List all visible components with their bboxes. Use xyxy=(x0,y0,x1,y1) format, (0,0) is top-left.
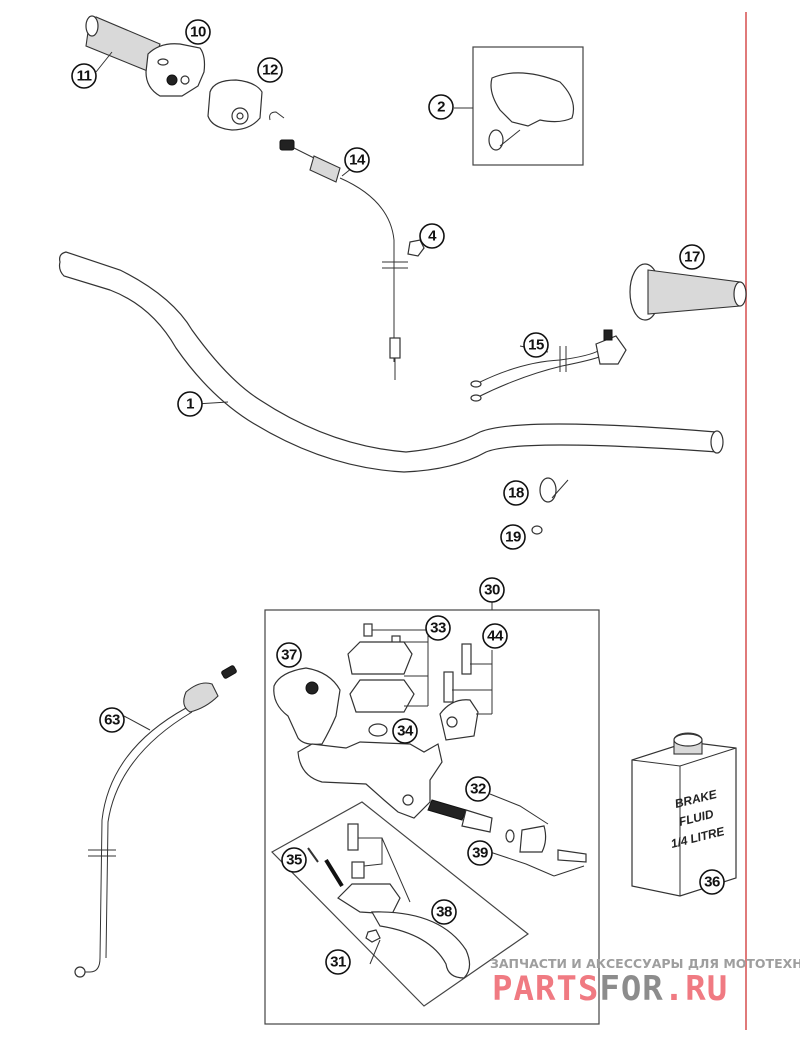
callout-37[interactable]: 37 xyxy=(276,642,302,668)
watermark-logo-ru: .RU xyxy=(664,969,728,1009)
callout-18-label: 18 xyxy=(508,485,524,502)
callout-63-label: 63 xyxy=(104,712,120,729)
callout-31-label: 31 xyxy=(330,954,346,971)
brake-fluid-can: BRAKE FLUID 1/4 LITRE xyxy=(631,732,737,897)
callout-1[interactable]: 1 xyxy=(177,391,203,417)
callout-11-label: 11 xyxy=(77,68,92,85)
callout-38[interactable]: 38 xyxy=(431,899,457,925)
callout-35-label: 35 xyxy=(286,852,302,869)
small-nut xyxy=(531,525,543,535)
callout-14[interactable]: 14 xyxy=(344,147,370,173)
callout-33-label: 33 xyxy=(430,620,446,637)
callout-34-label: 34 xyxy=(397,723,414,740)
callout-15[interactable]: 15 xyxy=(523,332,549,358)
callout-30-label: 30 xyxy=(484,582,500,599)
callout-19-label: 19 xyxy=(505,529,521,546)
left-grip xyxy=(629,263,747,321)
cable-tie xyxy=(539,477,569,503)
callout-19[interactable]: 19 xyxy=(500,524,526,550)
throttle-housing xyxy=(145,43,206,97)
callout-15-label: 15 xyxy=(528,337,544,354)
callout-12-label: 12 xyxy=(262,62,278,79)
hot-start-cable xyxy=(74,665,237,978)
callout-10[interactable]: 10 xyxy=(185,19,211,45)
callout-32-label: 32 xyxy=(470,781,486,798)
kill-switch xyxy=(470,329,627,402)
callout-32[interactable]: 32 xyxy=(465,776,491,802)
callout-37-label: 37 xyxy=(281,647,297,664)
throttle-cable xyxy=(269,111,408,380)
callout-18[interactable]: 18 xyxy=(503,480,529,506)
callout-17-label: 17 xyxy=(684,249,700,266)
watermark-logo: PARTSFOR.RU xyxy=(492,969,728,1009)
callout-11[interactable]: 11 xyxy=(71,63,97,89)
callout-33[interactable]: 33 xyxy=(425,615,451,641)
watermark-logo-for: FOR xyxy=(599,969,663,1009)
callout-30[interactable]: 30 xyxy=(479,577,505,603)
cable-nut xyxy=(407,239,425,257)
callout-35[interactable]: 35 xyxy=(281,847,307,873)
callout-34[interactable]: 34 xyxy=(392,718,418,744)
callout-4-label: 4 xyxy=(428,228,437,245)
callout-10-label: 10 xyxy=(190,24,206,41)
handlebar xyxy=(58,251,724,473)
callout-44-label: 44 xyxy=(487,628,504,645)
master-cylinder-frame xyxy=(264,600,600,1025)
callout-2-label: 2 xyxy=(437,99,445,116)
callout-36[interactable]: 36 xyxy=(699,869,725,895)
watermark: ЗАПЧАСТИ И АКСЕССУАРЫ ДЛЯ МОТОТЕХНИКИ PA… xyxy=(490,956,800,1009)
callout-14-label: 14 xyxy=(349,152,366,169)
callout-4[interactable]: 4 xyxy=(419,223,445,249)
callout-2[interactable]: 2 xyxy=(428,94,454,120)
callout-12[interactable]: 12 xyxy=(257,57,283,83)
callout-39-label: 39 xyxy=(472,845,488,862)
callout-36-label: 36 xyxy=(704,874,720,891)
watermark-logo-parts: PARTS xyxy=(492,969,599,1009)
callout-1-label: 1 xyxy=(186,396,194,413)
callout-44[interactable]: 44 xyxy=(482,623,508,649)
callout-17[interactable]: 17 xyxy=(679,244,705,270)
callout-63[interactable]: 63 xyxy=(99,707,125,733)
callout-38-label: 38 xyxy=(436,904,452,921)
throttle-grip xyxy=(85,15,161,73)
watermark-tagline: ЗАПЧАСТИ И АКСЕССУАРЫ ДЛЯ МОТОТЕХНИКИ xyxy=(490,956,800,971)
callout-31[interactable]: 31 xyxy=(325,949,351,975)
throttle-cover xyxy=(207,79,263,131)
callout-39[interactable]: 39 xyxy=(467,840,493,866)
pad-frame xyxy=(454,46,584,166)
